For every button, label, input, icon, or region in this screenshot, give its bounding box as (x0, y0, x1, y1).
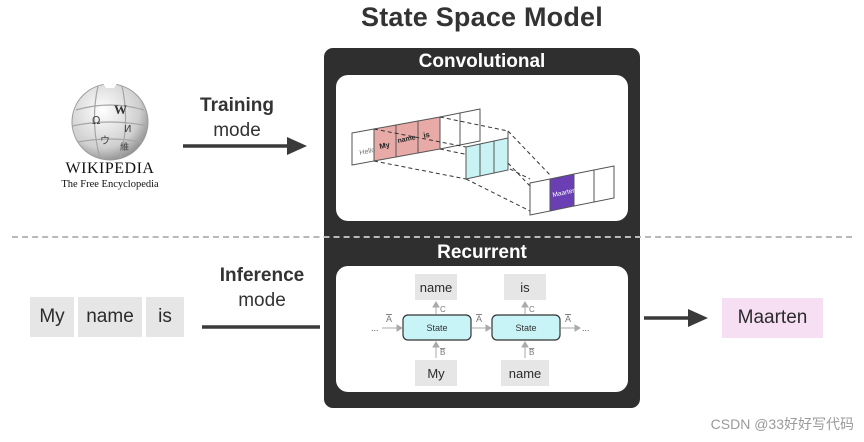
c-label: C (440, 305, 446, 314)
sequence-token: is (423, 130, 431, 140)
globe-glyph: И (124, 124, 131, 135)
inference-token: My (30, 297, 74, 337)
recurrent-output-token: is (520, 280, 530, 295)
b-label: B (440, 348, 445, 357)
mode-divider (12, 236, 852, 238)
state-box (491, 314, 561, 341)
state-space-model-panel: Convolutional Hello My name is (324, 48, 640, 408)
training-mode-label: Training mode (180, 93, 294, 143)
sequence-strip: Hello My name is (351, 108, 481, 166)
a-arrows (382, 324, 581, 332)
state-label: State (426, 323, 447, 333)
inference-mode-label: Inference mode (202, 263, 322, 313)
output-strip: Maarten (529, 165, 615, 216)
kernel (465, 131, 509, 180)
sequence-token: Hello (359, 147, 376, 157)
state-box (402, 314, 472, 341)
recurrent-output-cell (504, 274, 546, 300)
wikipedia-name: WIKIPEDIA (65, 160, 155, 177)
a-label: A (476, 314, 482, 324)
inference-label: Inference (219, 265, 305, 286)
globe-glyph: ウ (100, 135, 110, 147)
recurrent-input-token: My (427, 366, 445, 381)
recurrent-box: name is My name State State C C B B (336, 266, 628, 392)
diagram-title: State Space Model (361, 2, 603, 32)
recurrent-output-cell (415, 274, 457, 300)
ellipsis: ... (582, 323, 590, 333)
output-token-box: Maarten (722, 298, 823, 338)
recurrent-label: Recurrent (437, 242, 527, 263)
convolutional-box: Hello My name is (336, 75, 628, 221)
inference-token: is (146, 297, 184, 337)
a-label: A (386, 314, 392, 324)
sequence-token: name (397, 134, 416, 145)
b-label: B (529, 348, 534, 357)
state-label: State (515, 323, 536, 333)
a-label: A (565, 314, 571, 324)
globe-glyph: 維 (120, 141, 129, 153)
inference-mode-text: mode (238, 290, 286, 311)
wikipedia-globe-icon: W Ω И ウ 維 (62, 80, 158, 162)
training-arrow (183, 136, 309, 161)
output-arrow (644, 308, 710, 333)
watermark: CSDN @33好好写代码 (710, 416, 854, 432)
globe-glyph: Ω (92, 114, 100, 127)
recurrent-output-token: name (420, 280, 453, 295)
inference-token: name (78, 297, 142, 337)
training-mode-text: mode (213, 120, 261, 141)
convolutional-label: Convolutional (418, 51, 546, 72)
training-label: Training (200, 95, 274, 116)
c-label: C (529, 305, 535, 314)
wikipedia-tagline: The Free Encyclopedia (61, 179, 159, 190)
ellipsis: ... (371, 323, 379, 333)
inference-line (202, 317, 320, 335)
c-arrows (432, 301, 529, 358)
output-token: Maarten (552, 187, 577, 199)
recurrent-input-cell (501, 360, 549, 386)
sequence-token: My (379, 140, 392, 151)
recurrent-input-token: name (509, 366, 542, 381)
recurrent-input-cell (415, 360, 457, 386)
globe-glyph: W (114, 102, 127, 117)
